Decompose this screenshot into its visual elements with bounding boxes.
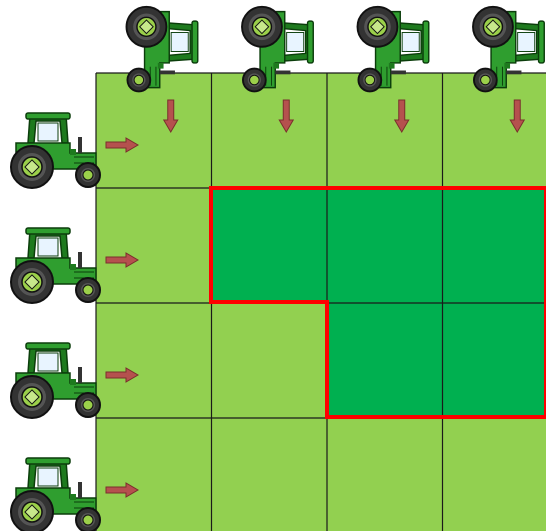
field-cell-dark xyxy=(327,188,443,303)
field-cell-dark xyxy=(327,303,443,418)
field-cell-light xyxy=(96,188,212,303)
field-cell-light xyxy=(96,73,212,188)
tractor-icon xyxy=(10,112,101,189)
field-cell-light xyxy=(327,418,443,531)
field-cell-light xyxy=(327,73,443,188)
tractor-icon xyxy=(10,227,101,304)
field-cell-dark xyxy=(442,188,546,303)
tractor-icon xyxy=(10,342,101,419)
field-cell-light xyxy=(211,418,327,531)
field-cell-light xyxy=(96,303,212,418)
field-cell-dark xyxy=(442,303,546,418)
field-grid xyxy=(96,73,546,531)
field-cell-light xyxy=(442,73,546,188)
field-cell-light xyxy=(211,73,327,188)
tractor-icon xyxy=(10,457,101,531)
highlight-region-border xyxy=(209,186,546,419)
field-cell-light xyxy=(96,418,212,531)
field-cell-light xyxy=(442,418,546,531)
field-cell-light xyxy=(211,303,327,418)
field-cell-dark xyxy=(211,188,327,303)
